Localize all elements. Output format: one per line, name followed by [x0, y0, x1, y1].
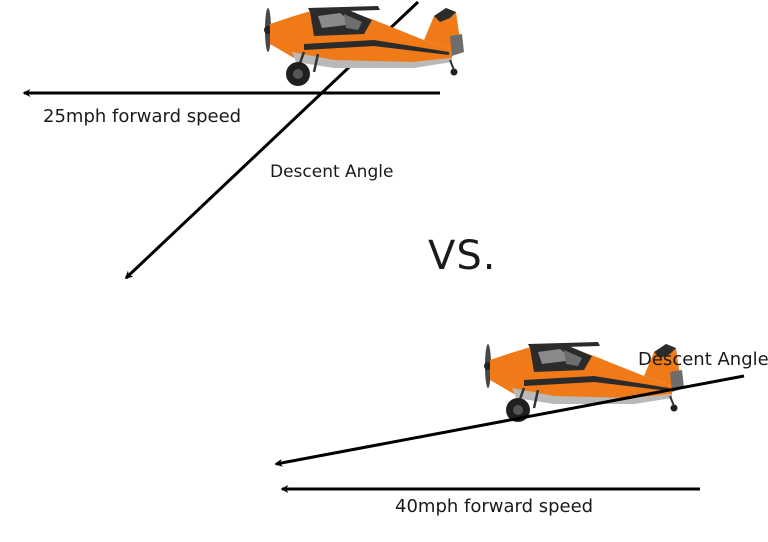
bottom-descent-arrow [274, 374, 745, 467]
bottom-descent-angle-label: Descent Angle [638, 349, 768, 370]
top-airplane [262, 4, 466, 88]
top-speed-label: 25mph forward speed [43, 106, 242, 127]
bottom-speed-label: 40mph forward speed [395, 496, 594, 517]
versus-label: VS. [428, 233, 497, 279]
top-descent-angle-label: Descent Angle [270, 162, 394, 182]
